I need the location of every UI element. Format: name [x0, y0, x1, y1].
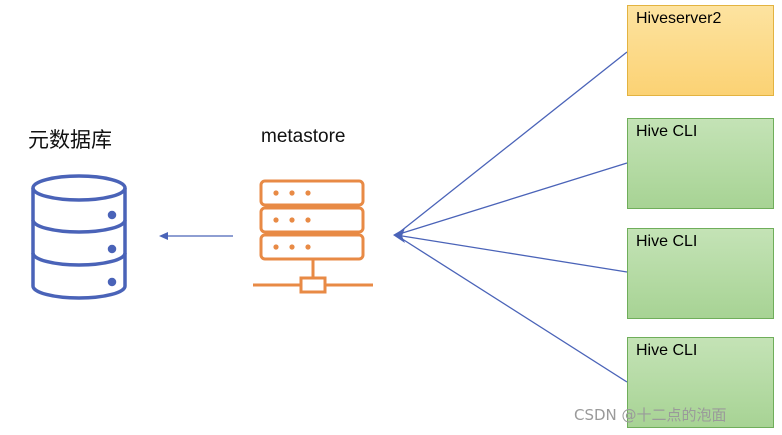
metastore-label: metastore	[261, 126, 346, 147]
hive-cli-label-2: Hive CLI	[636, 233, 698, 250]
database-label: 元数据库	[28, 128, 112, 152]
arrowhead	[393, 228, 405, 243]
server-icon	[253, 179, 373, 294]
metastore-to-db-arrow	[159, 232, 233, 240]
arrow-from-hive-cli-3	[395, 234, 628, 383]
arrow-from-hiveserver2	[395, 51, 628, 236]
hive-cli-label-3: Hive CLI	[636, 342, 698, 359]
hive-cli-box-1: Hive CLI	[627, 118, 774, 209]
hive-cli-box-3: Hive CLI	[627, 337, 774, 428]
client-arrows	[393, 51, 628, 383]
hive-cli-box-2: Hive CLI	[627, 228, 774, 319]
hiveserver2-label: Hiveserver2	[636, 10, 722, 27]
hiveserver2-box: Hiveserver2	[627, 5, 774, 96]
arrow-from-hive-cli-1	[395, 162, 628, 236]
watermark: CSDN @十二点的泡面	[574, 406, 727, 424]
hive-cli-label-1: Hive CLI	[636, 123, 698, 140]
database-icon	[31, 174, 127, 300]
arrow-from-hive-cli-2	[395, 234, 628, 273]
